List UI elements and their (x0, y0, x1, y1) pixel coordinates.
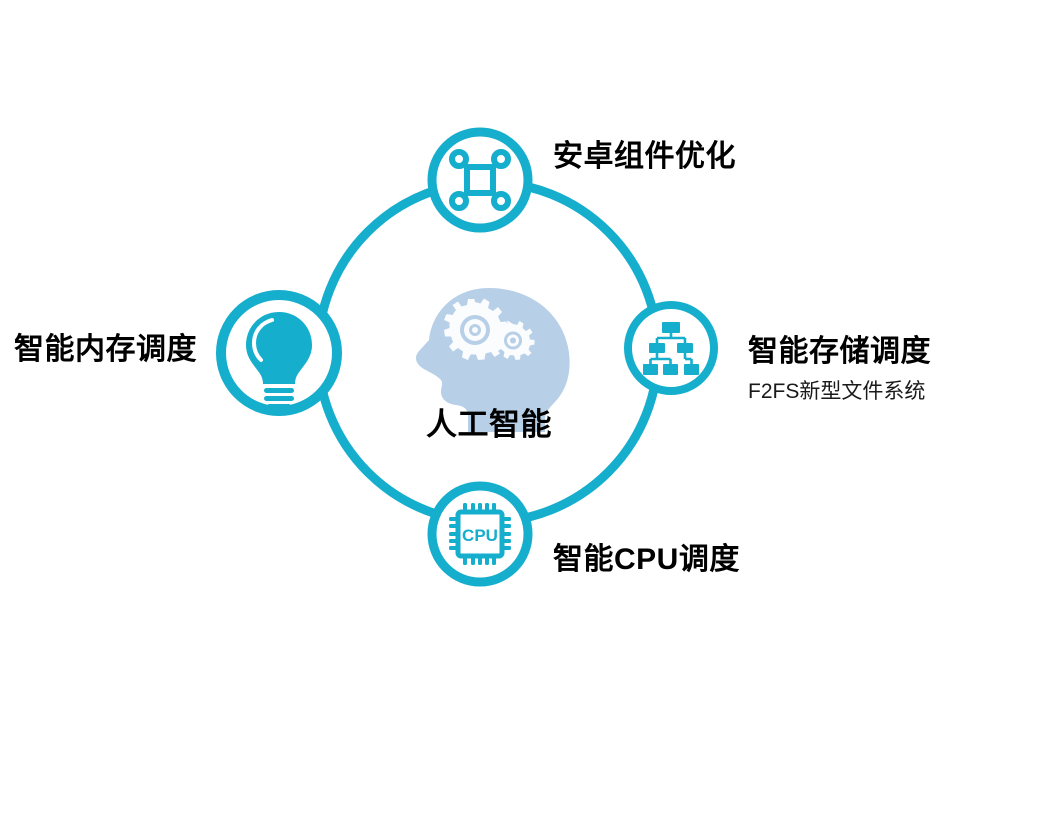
node-left[interactable] (216, 290, 342, 416)
node-top-ring (427, 127, 533, 233)
cpu-chip-label: CPU (462, 526, 498, 545)
node-bottom-ring (427, 481, 533, 587)
cpu-chip-icon: CPU (449, 503, 511, 565)
node-right-label: 智能存储调度 (748, 335, 931, 368)
node-right-ring (624, 301, 718, 395)
node-right[interactable] (624, 301, 718, 395)
node-left-label: 智能内存调度 (14, 333, 197, 366)
head-gears-icon (415, 288, 570, 432)
node-bottom-label: 智能CPU调度 (553, 543, 740, 576)
node-top-label: 安卓组件优化 (553, 140, 736, 173)
hierarchy-tree-icon (643, 322, 699, 375)
command-grid-icon (449, 149, 511, 211)
node-right-sublabel: F2FS新型文件系统 (748, 380, 926, 403)
node-top[interactable] (427, 127, 533, 233)
node-bottom[interactable]: CPU (427, 481, 533, 587)
center-label: 人工智能 (426, 407, 552, 442)
lightbulb-icon (246, 312, 312, 411)
